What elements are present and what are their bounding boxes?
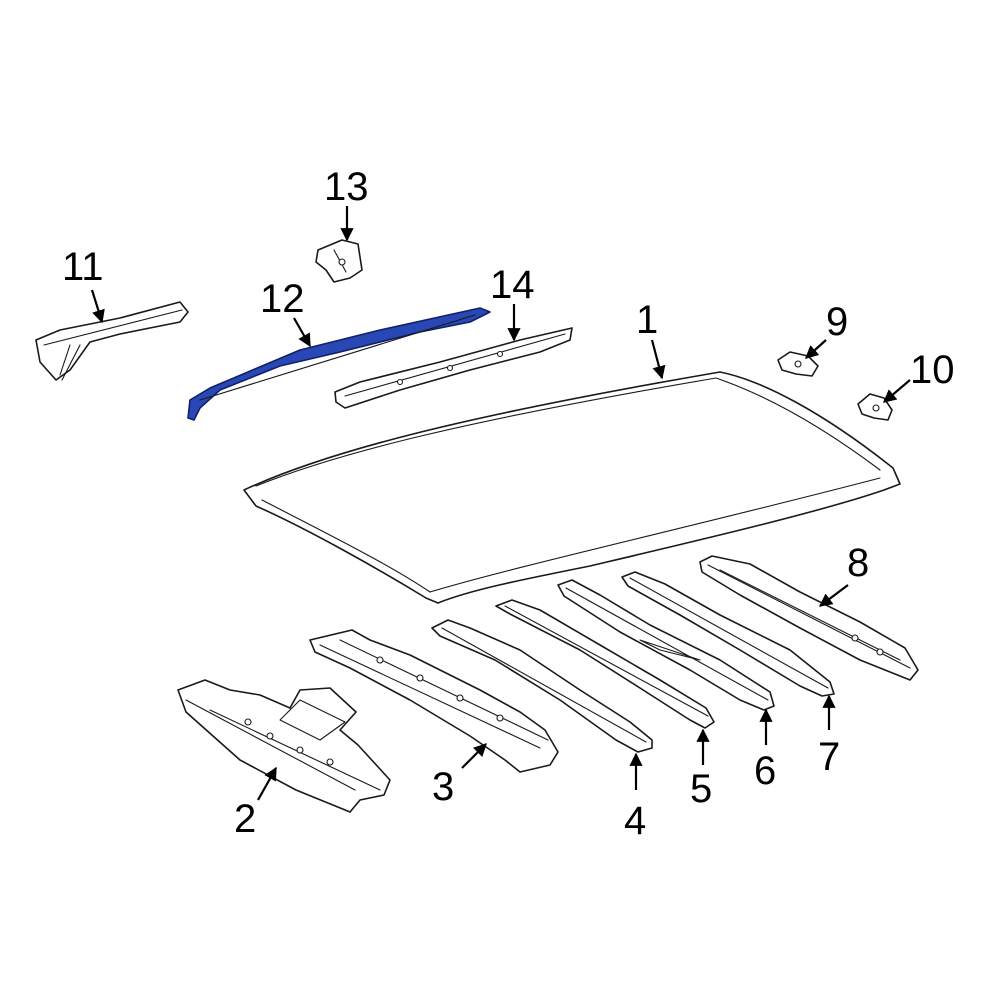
leader-9	[805, 339, 827, 359]
part-7-roof-bow[interactable]	[621, 571, 835, 697]
callout-7: 7	[818, 735, 840, 779]
callout-1: 1	[636, 298, 658, 342]
part-2-front-header[interactable]	[177, 679, 391, 813]
part-5-roof-bow[interactable]	[495, 599, 715, 729]
leader-2	[257, 766, 277, 801]
part-11-side-rail[interactable]	[35, 301, 189, 381]
callout-5: 5	[690, 767, 712, 811]
part-8-rear-header[interactable]	[699, 555, 919, 681]
callout-labels: 1 2 3 4 5 6 7 8 9 10 11 12 13 14	[62, 165, 955, 843]
leader-1	[650, 339, 666, 380]
part-4-roof-bow[interactable]	[431, 619, 653, 753]
part-10-bracket[interactable]	[857, 393, 893, 421]
leader-lines	[90, 206, 911, 801]
leader-8	[818, 584, 849, 607]
callout-13: 13	[324, 165, 369, 209]
leader-3	[461, 743, 487, 769]
callout-12: 12	[260, 277, 305, 321]
callout-2: 2	[234, 797, 256, 841]
callout-4: 4	[624, 799, 646, 843]
callout-3: 3	[432, 765, 454, 809]
leader-11	[90, 289, 105, 324]
part-13-bracket[interactable]	[315, 239, 363, 283]
callout-6: 6	[754, 749, 776, 793]
part-9-bracket[interactable]	[777, 351, 819, 377]
callout-10: 10	[910, 348, 955, 392]
leader-12	[293, 317, 311, 348]
callout-14: 14	[490, 263, 535, 307]
part-3-roof-bow[interactable]	[309, 629, 559, 773]
callout-8: 8	[847, 541, 869, 585]
callout-9: 9	[826, 300, 848, 344]
part-14-reinforcement[interactable]	[334, 327, 573, 409]
callout-11: 11	[62, 245, 104, 289]
part-6-roof-bow[interactable]	[557, 579, 775, 711]
leader-10	[882, 379, 911, 403]
part-12-roof-rail-highlighted[interactable]	[187, 307, 491, 421]
part-1-roof-panel[interactable]	[243, 371, 901, 604]
